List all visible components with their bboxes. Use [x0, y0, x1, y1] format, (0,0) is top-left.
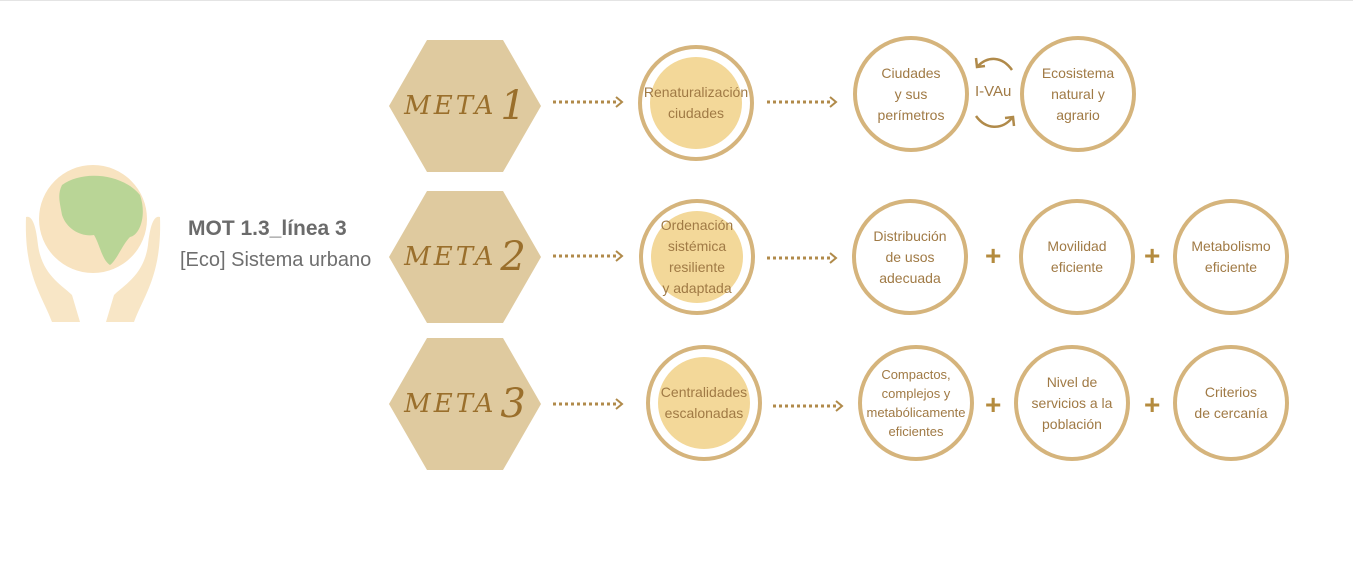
goal-circle-1: Renaturalización ciudades: [638, 45, 754, 161]
plus-icon: +: [985, 389, 1002, 420]
dotted-arrow-icon: [767, 252, 838, 264]
circle-text: Ecosistema natural y agrario: [1041, 64, 1115, 123]
goal-text: Centralidades escalonadas: [660, 384, 748, 421]
goal-text: Ordenación sistémica resiliente y adapta…: [660, 217, 734, 296]
row2-circle-2: Movilidad eficiente: [1019, 199, 1135, 315]
row3-circle-2: Nivel de servicios a la población: [1014, 345, 1130, 461]
plus-icon: +: [1144, 240, 1161, 271]
top-divider: [0, 0, 1353, 1]
row3-circle-1: Compactos, complejos y metabólicamente e…: [858, 345, 974, 461]
cities-circle: Ciudades y sus perímetros: [853, 36, 969, 152]
cycle-arrows-icon: [974, 57, 1016, 128]
dotted-arrow-icon: [553, 250, 624, 262]
meta-number: 1: [500, 83, 526, 129]
goal-text: Renaturalización ciudades: [643, 84, 749, 121]
circle-text: Distribución de usos adecuada: [873, 227, 947, 286]
meta-label: META: [404, 389, 497, 419]
link-label: I-VAu: [975, 83, 1012, 100]
meta-number: 3: [500, 381, 526, 427]
circle-text: Compactos, complejos y metabólicamente e…: [866, 367, 966, 439]
circle-text: Nivel de servicios a la población: [1031, 373, 1113, 432]
dotted-arrow-icon: [553, 398, 624, 410]
plus-icon: +: [985, 240, 1002, 271]
dotted-arrow-icon: [773, 400, 844, 412]
circle-text: Ciudades y sus perímetros: [877, 64, 945, 123]
circle-text: Movilidad eficiente: [1047, 238, 1107, 275]
dotted-arrow-icon: [553, 96, 624, 108]
circle-text: Metabolismo eficiente: [1191, 238, 1271, 275]
meta-number: 2: [500, 234, 526, 280]
row2-circle-3: Metabolismo eficiente: [1173, 199, 1289, 315]
row2-circle-1: Distribución de usos adecuada: [852, 199, 968, 315]
meta-label: META: [404, 242, 497, 272]
meta-label: META: [404, 91, 497, 121]
dotted-arrow-icon: [767, 96, 838, 108]
goal-circle-3: Centralidades escalonadas: [646, 345, 762, 461]
globe-hands-icon: [25, 165, 161, 322]
row3-circle-3: Criterios de cercanía: [1173, 345, 1289, 461]
page-title: MOT 1.3_línea 3: [188, 217, 347, 240]
plus-icon: +: [1144, 389, 1161, 420]
circle-text: Criterios de cercanía: [1194, 384, 1268, 421]
ecosystem-circle: Ecosistema natural y agrario: [1020, 36, 1136, 152]
goal-circle-2: Ordenación sistémica resiliente y adapta…: [639, 199, 755, 315]
page-subtitle: [Eco] Sistema urbano: [180, 249, 372, 271]
